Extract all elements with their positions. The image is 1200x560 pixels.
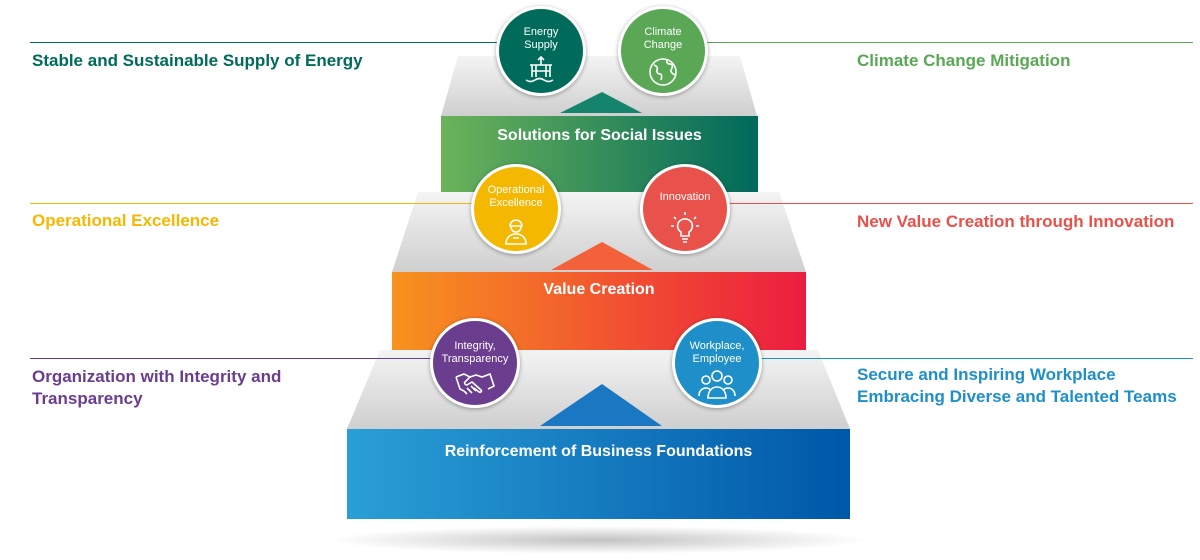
workplace-label-line-1: Secure and Inspiring Workplace bbox=[857, 365, 1116, 384]
middle-arrow bbox=[551, 242, 653, 270]
integrity-line bbox=[30, 358, 477, 359]
oil-platform-icon bbox=[525, 55, 554, 83]
bottom-arrow bbox=[540, 384, 662, 426]
operational-excellence-circle: Operational Excellence bbox=[471, 164, 561, 254]
bottom-tier-box bbox=[347, 429, 850, 519]
pyramid-shadow bbox=[328, 526, 868, 554]
energy-supply-circle: Energy Supply bbox=[496, 6, 586, 96]
climate-circle-line-1: Climate bbox=[644, 26, 682, 38]
energy-circle-line-2: Supply bbox=[524, 39, 558, 51]
energy-circle-line-1: Energy bbox=[523, 26, 559, 38]
climate-label: Climate Change Mitigation bbox=[857, 51, 1071, 70]
innovation-circle-line-1: Innovation bbox=[659, 191, 711, 203]
integrity-label-line-2: Transparency bbox=[32, 389, 143, 408]
integrity-label-line-1: Organization with Integrity and bbox=[32, 367, 282, 386]
operational-line bbox=[30, 203, 515, 204]
integrity-transparency-circle: Integrity, Transparency bbox=[430, 318, 520, 408]
handshake-icon bbox=[455, 372, 495, 395]
bottom-tier-text: Reinforcement of Business Foundations bbox=[444, 443, 753, 460]
middle-tier-title: Value Creation bbox=[392, 281, 806, 299]
integrity-circle-line-1: Integrity, bbox=[454, 340, 496, 352]
workplace-circle-line-1: Workplace, bbox=[689, 340, 745, 352]
workplace-line bbox=[718, 358, 1193, 359]
worker-icon bbox=[505, 219, 527, 245]
energy-line bbox=[30, 42, 540, 43]
workplace-employee-circle: Workplace, Employee bbox=[672, 318, 762, 408]
innovation-circle: Innovation bbox=[640, 164, 730, 254]
climate-line bbox=[665, 42, 1193, 43]
team-icon bbox=[698, 370, 736, 399]
climate-circle-line-2: Change bbox=[643, 39, 683, 51]
integrity-label: Organization with Integrity and Transpar… bbox=[32, 366, 281, 410]
operational-circle-line-1: Operational bbox=[487, 184, 545, 196]
integrity-circle-line-2: Transparency bbox=[441, 353, 509, 365]
workplace-label: Secure and Inspiring Workplace Embracing… bbox=[857, 364, 1177, 408]
workplace-label-line-2: Embracing Diverse and Talented Teams bbox=[857, 387, 1177, 406]
innovation-line bbox=[686, 203, 1193, 204]
innovation-label: New Value Creation through Innovation bbox=[857, 212, 1175, 231]
workplace-circle-line-2: Employee bbox=[692, 353, 742, 365]
top-tier-text: Solutions for Social Issues bbox=[497, 127, 702, 144]
bottom-tier-title: Reinforcement of Business Foundations bbox=[347, 443, 850, 461]
middle-tier-text: Value Creation bbox=[543, 281, 655, 298]
top-arrow bbox=[560, 92, 642, 113]
energy-label: Stable and Sustainable Supply of Energy bbox=[32, 51, 363, 70]
globe-icon bbox=[649, 58, 677, 86]
top-tier-title: Solutions for Social Issues bbox=[441, 127, 758, 145]
lightbulb-icon bbox=[671, 212, 699, 243]
operational-circle-line-2: Excellence bbox=[489, 197, 543, 209]
operational-label: Operational Excellence bbox=[32, 211, 220, 230]
climate-change-circle: Climate Change bbox=[618, 6, 708, 96]
